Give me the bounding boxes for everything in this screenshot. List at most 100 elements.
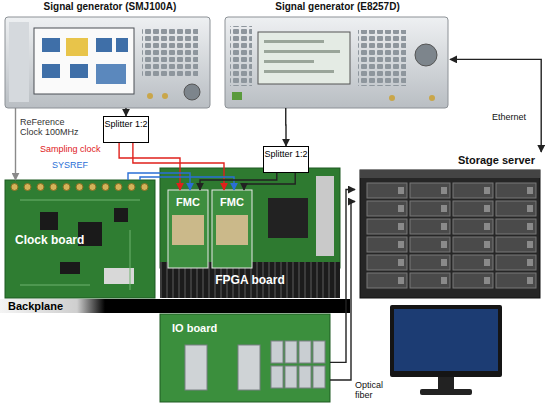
fpga-board-photo: [316, 176, 334, 256]
edge-label: SYSREF: [52, 160, 92, 170]
signal-generator: Signal generator (E8257D): [225, 0, 450, 108]
connector: [128, 173, 190, 190]
smj100a-photo: [70, 64, 88, 78]
server-photo: [360, 170, 540, 178]
node-label: FMC: [212, 196, 252, 208]
clock-board-photo: [5, 180, 155, 298]
clock-board: Clock board: [5, 180, 155, 298]
fmc-card: FMC: [212, 190, 252, 268]
io-board-photo: [160, 314, 330, 402]
monitor-photo: [390, 305, 502, 395]
smj100a-photo: [147, 93, 153, 99]
e8257d-photo: [358, 30, 406, 86]
smj100a-photo: [96, 38, 112, 52]
node-label: FMC: [168, 196, 208, 208]
smj100a-photo: [5, 17, 210, 108]
server-photo: [366, 182, 538, 290]
node-label: IO board: [172, 322, 272, 334]
monitor-photo: [438, 377, 454, 390]
backplane-bar: [0, 299, 350, 313]
connector: [450, 59, 541, 152]
e8257d-photo: [389, 95, 395, 101]
node-label: Signal generator (E8257D): [225, 1, 450, 12]
node-label: Backplane: [8, 300, 128, 312]
smj100a-photo: [34, 28, 134, 94]
e8257d-photo: [264, 40, 324, 43]
monitor-photo: [420, 389, 472, 395]
connector: [330, 202, 355, 381]
smj100a-photo: [162, 93, 168, 99]
e8257d-photo: [415, 44, 437, 66]
connector: [330, 190, 355, 363]
edge-label: Sampling clock: [40, 144, 102, 154]
e8257d-photo: [258, 32, 350, 84]
fmc-card: FMC: [168, 190, 208, 268]
edge-label: Optical fiber: [355, 380, 391, 401]
smj100a-photo: [42, 64, 60, 78]
clock-board-photo: [114, 208, 128, 222]
backplane-bar: [0, 299, 350, 313]
fpga-board-photo: [268, 198, 308, 238]
io-board-photo: [270, 340, 326, 390]
smj100a-photo: [184, 84, 200, 100]
io-board-photo: [238, 345, 260, 390]
node-label: Storage server: [415, 154, 535, 166]
e8257d-photo: [225, 17, 448, 108]
clock-board-photo: [40, 212, 58, 230]
signal-generator: Signal generator (SMJ100A): [5, 0, 215, 108]
io-board-photo: [185, 345, 207, 390]
node-label: Splitter 1:2: [264, 150, 308, 160]
connector: [119, 143, 180, 190]
io-board-photo: [160, 314, 330, 402]
e8257d-photo: [264, 60, 314, 63]
smj100a-photo: [5, 17, 210, 108]
connector: [244, 173, 295, 190]
e8257d-photo: [264, 50, 340, 53]
fpga-board-photo: [160, 168, 340, 298]
fpga-board-photo: [212, 190, 252, 268]
edge-label: Ethernet: [492, 112, 540, 122]
monitor-photo: [390, 305, 502, 377]
smj100a-photo: [142, 28, 198, 77]
connector: [133, 143, 224, 190]
node-label: Splitter 1:2: [104, 120, 148, 130]
connector: [15, 108, 16, 180]
fpga-board-photo: [160, 168, 340, 268]
smj100a-photo: [66, 38, 88, 56]
smj100a-photo: [96, 64, 126, 84]
connector: [200, 173, 277, 190]
node-label: Clock board: [15, 234, 135, 247]
clock-board-photo: [5, 180, 155, 298]
smj100a-photo: [116, 38, 128, 52]
connector: [140, 177, 234, 190]
node-label: FPGA board: [190, 274, 310, 287]
server-photo: [360, 170, 540, 298]
server-photo: [360, 170, 540, 298]
e8257d-photo: [264, 70, 334, 73]
storage-server: Storage server: [355, 152, 545, 302]
e8257d-photo: [232, 92, 242, 100]
splitter-box: Splitter 1:2: [103, 116, 149, 143]
fpga-board-photo: [216, 215, 248, 245]
e8257d-photo: [225, 17, 448, 108]
fpga-board-photo: [172, 215, 204, 245]
smj100a-photo: [42, 38, 60, 52]
io-board: IO board: [160, 314, 330, 402]
node-label: Signal generator (SMJ100A): [5, 1, 215, 12]
e8257d-photo: [230, 26, 252, 86]
e8257d-photo: [429, 95, 435, 101]
clock-board-photo: [8, 181, 151, 193]
fpga-board: FPGA board FMC FMC: [160, 168, 340, 298]
monitor-photo: [394, 309, 498, 371]
splitter-box: Splitter 1:2: [263, 146, 309, 173]
smj100a-photo: [9, 22, 29, 102]
edge-label: ReFerence Clock 100MHz: [20, 117, 84, 138]
clock-board-photo: [60, 262, 80, 274]
fpga-board-photo: [168, 190, 208, 268]
connector: [285, 108, 287, 146]
connector: [125, 108, 126, 116]
backplane: Backplane: [0, 299, 350, 313]
